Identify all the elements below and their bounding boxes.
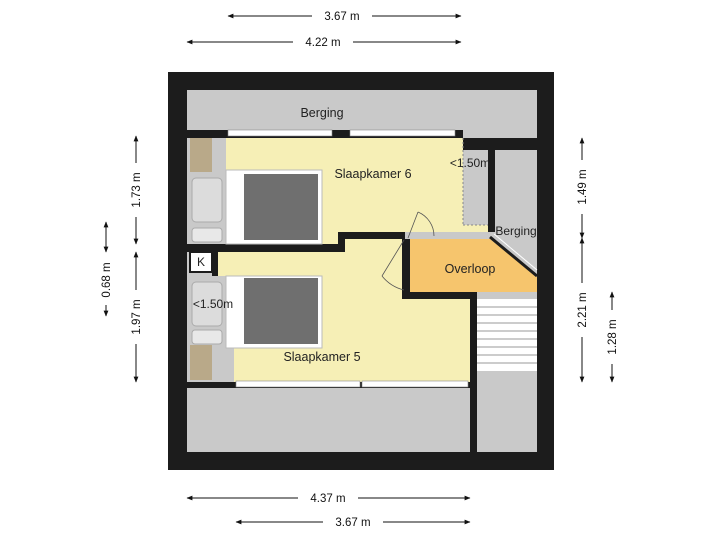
wall-stair-left — [470, 292, 477, 452]
dim-right-middle: 2.21 m — [577, 292, 589, 327]
door-bedroom-6 — [407, 211, 435, 239]
wall-landing-left — [402, 239, 410, 299]
storage-right-door-inner — [493, 233, 538, 271]
storage-right-door — [489, 235, 538, 278]
dim-left-outer: 0.68 m — [101, 262, 113, 297]
dim-left-upper: 1.73 m — [131, 172, 143, 207]
label-slaapkamer-5: Slaapkamer 5 — [283, 350, 360, 364]
wall-landing-bottom — [405, 292, 477, 299]
storage-bottom — [187, 388, 470, 452]
kast-wall — [212, 252, 218, 276]
dim-right-upper: 1.49 m — [577, 169, 589, 204]
wall-middle-step — [338, 232, 345, 252]
dim-right-outer: 1.28 m — [607, 319, 619, 354]
bed-6 — [191, 169, 323, 245]
storage-top — [187, 90, 537, 130]
wall-middle — [187, 244, 345, 252]
storage-right-upper — [495, 155, 537, 225]
dim-bottom-outer: 4.37 m — [310, 493, 345, 505]
wall-shaft — [488, 150, 495, 232]
dim-bottom-inner: 3.67 m — [335, 517, 370, 529]
landing-floor — [410, 239, 537, 292]
dim-top-outer: 4.22 m — [305, 37, 340, 49]
wardrobe-6 — [190, 138, 212, 172]
stairs — [477, 299, 537, 371]
storage-right — [495, 225, 537, 272]
wall-middle-right — [345, 232, 405, 239]
label-overloop: Overloop — [445, 262, 496, 276]
stair-treads — [477, 306, 537, 364]
windows-bottom — [235, 380, 469, 388]
windows-top — [227, 129, 456, 137]
wardrobe-5 — [190, 345, 212, 380]
label-slaapkamer-6: Slaapkamer 6 — [334, 167, 411, 181]
label-berging-right: Berging — [495, 224, 536, 238]
wall-right-divider — [463, 138, 537, 150]
label-height-top: <1.50m — [450, 156, 490, 170]
label-height-left: <1.50m — [193, 297, 233, 311]
label-berging-top: Berging — [300, 106, 343, 120]
door-bedroom-5 — [381, 239, 405, 291]
dim-top-inner: 3.67 m — [324, 11, 359, 23]
bed-5 — [191, 275, 323, 349]
label-kast: K — [197, 255, 205, 269]
dim-left-lower: 1.97 m — [131, 299, 143, 334]
stairs-below — [477, 371, 537, 452]
